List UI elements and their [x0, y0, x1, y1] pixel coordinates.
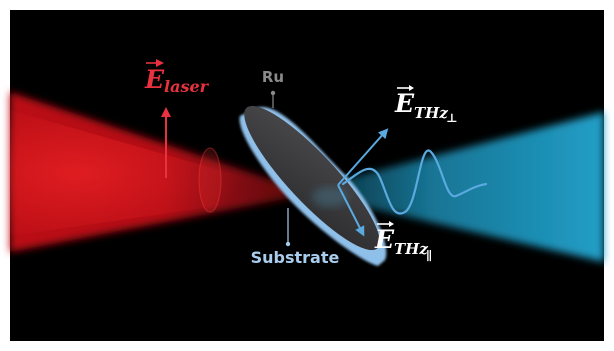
- e-thz-par-mark: ∥: [426, 249, 432, 263]
- e-laser-label: E laser: [144, 59, 210, 96]
- arrow-down-right-icon: [337, 184, 365, 237]
- laser-beam: [10, 92, 290, 252]
- ru-label: Ru: [262, 68, 284, 86]
- beam-cross-section: [198, 147, 222, 213]
- substrate-label: Substrate: [251, 248, 340, 267]
- thz-waveform: [341, 149, 488, 215]
- e-thz-perp-subscript: THz: [414, 104, 448, 122]
- e-thz-perp-mark: ⊥: [446, 111, 458, 125]
- arrow-up-right-icon: [337, 128, 389, 186]
- sample-disc: [239, 105, 387, 266]
- ru-film: [244, 105, 380, 251]
- e-thz-par-label: E THz ∥: [374, 221, 432, 263]
- substrate-leader: [285, 208, 291, 247]
- e-thz-par-symbol: E: [374, 225, 395, 254]
- e-laser-subscript: laser: [164, 77, 210, 96]
- thz-beam: [318, 112, 604, 262]
- e-thz-par-subscript: THz: [394, 240, 428, 258]
- e-laser-symbol: E: [144, 65, 165, 94]
- e-thz-perp-symbol: E: [394, 89, 415, 118]
- e-thz-perp-label: E THz ⊥: [394, 85, 458, 125]
- ru-leader: [270, 90, 276, 108]
